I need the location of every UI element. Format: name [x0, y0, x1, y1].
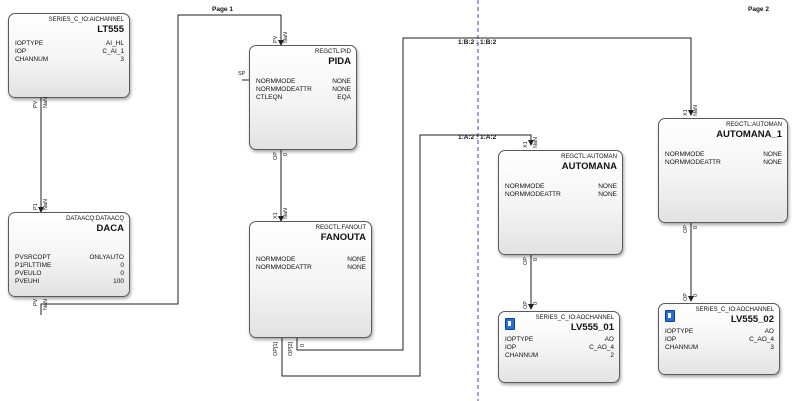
- pin-fanouta-op2[interactable]: OP[2]: [288, 341, 294, 356]
- pin-daca-pv[interactable]: PV: [33, 298, 39, 306]
- pin-fanouta-zero: 0: [300, 343, 306, 347]
- page-label-1: Page 1: [212, 6, 233, 13]
- pin-daca-nan-out: NaN: [43, 298, 49, 310]
- block-name: DACA: [96, 223, 124, 234]
- pin-lt555-pv[interactable]: PV: [33, 100, 39, 108]
- block-type: REGCTL:AUTOMAN: [561, 154, 617, 160]
- block-name: FANOUTA: [320, 232, 366, 243]
- wire-daca-to-pida[interactable]: [40, 14, 284, 315]
- connection-label-b2: 1:B:2 : 1:B:2: [458, 39, 497, 46]
- pin-automana-1-nan: NaN: [693, 104, 699, 116]
- pin-automana-x1[interactable]: X1: [523, 141, 529, 148]
- block-type: REGCTL:PID: [314, 49, 351, 55]
- block-name: AUTOMANA: [561, 161, 617, 172]
- pin-pida-zero: 0: [283, 152, 289, 156]
- pin-pida-sp[interactable]: SP: [238, 71, 246, 77]
- wire-fanouta-to-automana[interactable]: [281, 134, 534, 377]
- pin-automana-nan: NaN: [533, 136, 539, 148]
- block-name: LT555: [97, 24, 124, 35]
- pin-pida-pv[interactable]: PV: [273, 35, 279, 43]
- pin-lv555-01-op[interactable]: OP: [523, 301, 529, 309]
- pin-lv555-02-zero: 0: [693, 293, 699, 297]
- pin-pida-op[interactable]: OP: [273, 152, 279, 160]
- pin-automana-1-zero: 0: [693, 225, 699, 229]
- page-label-2: Page 2: [748, 6, 769, 13]
- io-channel-icon: [505, 318, 515, 330]
- block-type: DATAACQ:DATAACQ: [66, 216, 124, 222]
- block-type: SERIES_C_IO:AICHANNEL: [48, 17, 124, 23]
- pin-daca-nan-in: NaN: [43, 198, 49, 210]
- connection-label-a2: 1:A:2 : 1:A:2: [458, 134, 497, 141]
- pin-lv555-02-op[interactable]: OP: [683, 293, 689, 301]
- pin-lt555-nan: NaN: [43, 96, 49, 108]
- pin-daca-p1[interactable]: P1: [33, 203, 39, 210]
- pin-automana-1-op[interactable]: OP: [683, 225, 689, 233]
- pin-lv555-01-zero: 0: [533, 301, 539, 305]
- block-type: SERIES_C_IO:AOCHANNEL: [535, 315, 614, 321]
- pin-fanouta-nan: NaN: [283, 207, 289, 219]
- pin-fanouta-op1[interactable]: OP[1]: [273, 341, 279, 356]
- block-name: PIDA: [328, 56, 351, 67]
- pin-pida-nan: NaN: [283, 31, 289, 43]
- io-channel-icon: [665, 310, 675, 322]
- block-name: LV555_02: [730, 314, 774, 325]
- pin-automana-1-x1[interactable]: X1: [683, 109, 689, 116]
- pin-automana-zero: 0: [533, 257, 539, 261]
- block-type: SERIES_C_IO:AOCHANNEL: [695, 307, 774, 313]
- wire-fanouta-to-automana-1[interactable]: [296, 37, 694, 351]
- pin-fanouta-x1[interactable]: X1: [273, 212, 279, 219]
- block-type: REGCTL:AUTOMAN: [726, 122, 782, 128]
- block-name: AUTOMANA_1: [716, 129, 782, 140]
- block-name: LV555_01: [570, 322, 614, 333]
- pin-automana-op[interactable]: OP: [523, 257, 529, 265]
- block-type: REGCTL:FANOUT: [315, 225, 366, 231]
